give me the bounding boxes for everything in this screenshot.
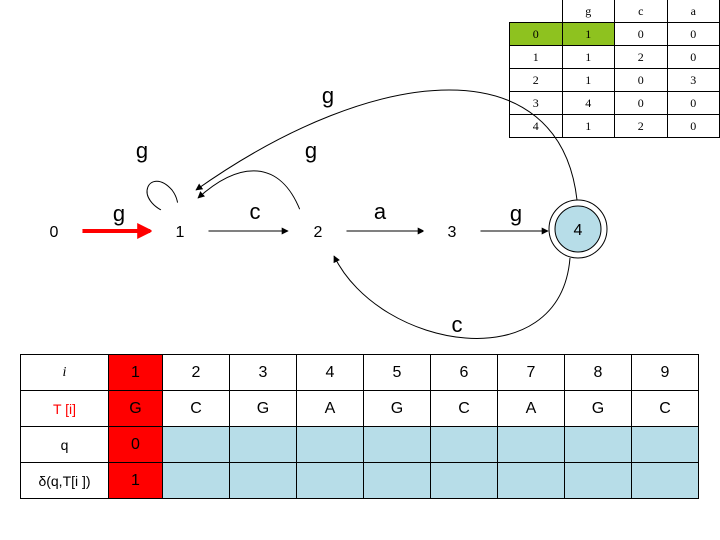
i-cell: 4: [296, 354, 364, 391]
state-cell: 0: [509, 22, 562, 46]
row-label-text: T [i]: [20, 390, 109, 427]
row-label-i: i: [20, 354, 109, 391]
header-cell: g: [561, 0, 615, 23]
run-row-i: i 1 2 3 4 5 6 7 8 9: [20, 354, 699, 391]
state-3-label: 3: [448, 224, 457, 241]
edge-label-2-1: g: [305, 138, 317, 163]
delta-cell: [296, 462, 364, 499]
state-cell: 3: [509, 91, 562, 115]
text-cell: C: [162, 390, 230, 427]
state-cell: [162, 426, 230, 463]
transition-row: 4 1 2 0: [509, 114, 720, 138]
state-cell: [430, 426, 498, 463]
text-cell: C: [430, 390, 498, 427]
state-cell: 2: [509, 68, 562, 92]
edge-4-1: [195, 89, 578, 201]
state-0-label: 0: [50, 224, 59, 241]
header-cell: [510, 0, 563, 23]
value-cell: 0: [666, 114, 720, 138]
state-0: 0: [25, 202, 83, 260]
state-4-label: 4: [574, 222, 583, 239]
state-4-accepting: 4: [548, 199, 608, 259]
header-cell: a: [666, 0, 720, 23]
run-row-state: q 0: [20, 426, 699, 463]
text-cell: A: [296, 390, 364, 427]
run-table: i 1 2 3 4 5 6 7 8 9 T [i] G C G A G C A …: [20, 354, 699, 499]
delta-cell: [229, 462, 297, 499]
edge-label-2-3: a: [374, 199, 387, 224]
i-cell: 5: [363, 354, 431, 391]
text-cell: G: [229, 390, 297, 427]
edge-label-4-1: g: [322, 83, 334, 108]
transition-row: 1 1 2 0: [509, 45, 720, 69]
value-cell: 1: [561, 22, 615, 46]
state-cell: 0: [108, 426, 163, 463]
state-cell: 4: [509, 114, 562, 138]
state-cell: [229, 426, 297, 463]
transition-row: 0 1 0 0: [509, 22, 720, 46]
state-cell: 1: [509, 45, 562, 69]
delta-cell: [564, 462, 632, 499]
state-3: 3: [423, 202, 481, 260]
i-cell: 9: [631, 354, 699, 391]
value-cell: 0: [614, 68, 667, 92]
state-1: 1: [151, 202, 209, 260]
state-2-label: 2: [314, 224, 323, 241]
delta-cell: [363, 462, 431, 499]
value-cell: 2: [614, 114, 667, 138]
transition-row: 2 1 0 3: [509, 68, 720, 92]
delta-cell: [497, 462, 565, 499]
value-cell: 0: [614, 91, 667, 115]
row-label-delta: δ(q,T[i ]): [20, 462, 109, 499]
state-cell: [564, 426, 632, 463]
transition-table-header: g c a: [510, 0, 720, 23]
transition-row: 3 4 0 0: [509, 91, 720, 115]
i-cell: 2: [162, 354, 230, 391]
transition-table: g c a 0 1 0 0 1 1 2 0 2 1 0 3 3 4 0 0 4 …: [509, 0, 720, 138]
edge-label-0-1: g: [113, 201, 125, 226]
i-cell: 8: [564, 354, 632, 391]
text-cell: C: [631, 390, 699, 427]
state-1-label: 1: [176, 224, 185, 241]
text-cell: G: [363, 390, 431, 427]
state-cell: [631, 426, 699, 463]
value-cell: 0: [666, 45, 720, 69]
state-cell: [497, 426, 565, 463]
delta-cell: [430, 462, 498, 499]
automaton-diagram: 0 1 2 3 4 g c a g g g g c: [25, 83, 608, 339]
header-cell: c: [614, 0, 667, 23]
value-cell: 1: [561, 45, 615, 69]
edge-label-1-2: c: [250, 199, 261, 224]
run-row-text: T [i] G C G A G C A G C: [20, 390, 699, 427]
edge-label-4-2: c: [452, 312, 463, 337]
state-2: 2: [289, 202, 347, 260]
row-label-state: q: [20, 426, 109, 463]
value-cell: 1: [561, 114, 615, 138]
edge-label-3-4: g: [510, 201, 522, 226]
i-cell: 7: [497, 354, 565, 391]
value-cell: 0: [666, 22, 720, 46]
value-cell: 4: [561, 91, 615, 115]
value-cell: 2: [614, 45, 667, 69]
value-cell: 0: [666, 91, 720, 115]
i-cell: 6: [430, 354, 498, 391]
text-cell: G: [564, 390, 632, 427]
run-row-delta: δ(q,T[i ]) 1: [20, 462, 699, 499]
edge-label-self-1: g: [136, 138, 148, 163]
value-cell: 3: [666, 68, 720, 92]
delta-cell: [162, 462, 230, 499]
value-cell: 1: [561, 68, 615, 92]
delta-cell: [631, 462, 699, 499]
text-cell: G: [108, 390, 163, 427]
state-cell: [363, 426, 431, 463]
i-cell: 3: [229, 354, 297, 391]
text-cell: A: [497, 390, 565, 427]
state-cell: [296, 426, 364, 463]
edge-2-1: [197, 170, 301, 211]
i-cell: 1: [108, 354, 163, 391]
delta-cell: 1: [108, 462, 163, 499]
edge-4-2: [333, 255, 571, 339]
value-cell: 0: [614, 22, 667, 46]
